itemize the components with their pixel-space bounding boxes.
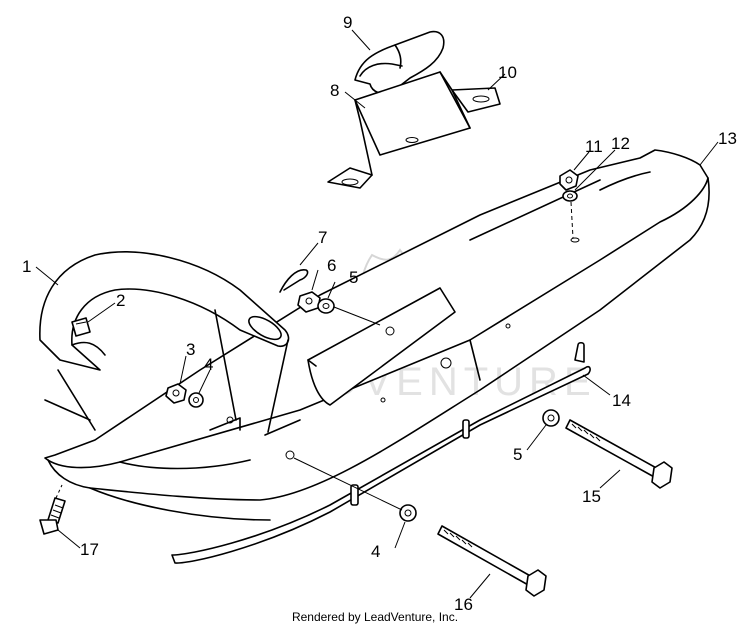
part-nut-3 xyxy=(165,383,187,404)
callout-14: 14 xyxy=(612,391,631,410)
callout-9: 9 xyxy=(343,13,352,32)
part-cotter-pin xyxy=(279,269,309,293)
callout-3: 3 xyxy=(186,340,195,359)
callout-5a: 5 xyxy=(349,268,358,287)
callout-11: 11 xyxy=(585,137,603,156)
part-washer-12 xyxy=(562,190,578,239)
callouts: 1 2 3 4 4 5 5 6 7 8 9 10 11 12 13 14 15 … xyxy=(22,13,737,614)
part-washer-5-bottom xyxy=(542,409,560,427)
callout-7: 7 xyxy=(318,228,327,247)
leader-lines xyxy=(35,29,719,599)
callout-12: 12 xyxy=(611,134,630,153)
callout-6: 6 xyxy=(327,256,336,275)
part-wear-bar xyxy=(171,341,591,564)
callout-1: 1 xyxy=(22,257,31,276)
part-washer-5-top xyxy=(317,298,381,326)
part-washer-4-bottom xyxy=(293,457,417,522)
callout-8: 8 xyxy=(330,81,339,100)
part-bolt-15 xyxy=(565,419,673,489)
part-bolt-16 xyxy=(437,525,547,597)
part-nut-11 xyxy=(559,169,579,191)
part-washer-4-top xyxy=(188,392,204,408)
callout-2: 2 xyxy=(116,291,125,310)
part-clip-nut xyxy=(71,317,91,337)
part-bolt-17 xyxy=(39,484,66,535)
callout-17: 17 xyxy=(80,540,99,559)
part-handle xyxy=(39,251,290,433)
callout-15: 15 xyxy=(582,487,601,506)
callout-10: 10 xyxy=(498,63,517,82)
callout-13: 13 xyxy=(718,129,737,148)
callout-4b: 4 xyxy=(371,542,380,561)
footer-credit: Rendered by LeadVenture, Inc. xyxy=(291,610,459,624)
callout-16: 16 xyxy=(454,595,473,614)
part-bracket xyxy=(327,71,501,189)
part-ski-body xyxy=(44,149,710,521)
callout-5b: 5 xyxy=(513,445,522,464)
callout-4a: 4 xyxy=(204,355,213,374)
